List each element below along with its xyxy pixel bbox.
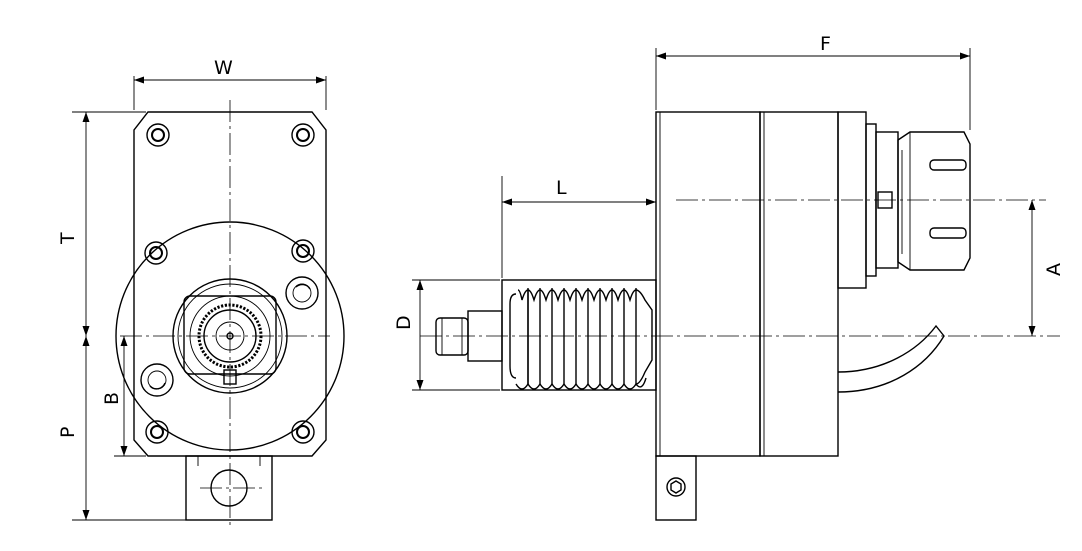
bolt — [291, 123, 315, 147]
bolt — [144, 241, 168, 265]
side-dimensions: F L D A — [393, 33, 1065, 391]
bolt — [146, 123, 170, 147]
dim-label-w: W — [214, 57, 233, 79]
side-housing-right — [759, 111, 839, 457]
dim-label-f: F — [820, 33, 831, 55]
front-bolts — [144, 123, 315, 444]
dim-label-d: D — [393, 315, 415, 330]
dim-label-b: B — [101, 392, 123, 405]
front-dimensions: W T P B — [57, 57, 327, 521]
dim-label-a: A — [1043, 263, 1065, 276]
side-mounting-tab — [655, 455, 697, 521]
port-lower — [140, 363, 174, 397]
shank-serrations — [517, 289, 653, 385]
bolt — [291, 420, 315, 444]
side-housing-left — [655, 111, 761, 457]
dim-label-p: P — [57, 427, 79, 438]
front-mounting-block — [185, 455, 273, 521]
collet-nut — [897, 131, 971, 271]
side-view — [420, 111, 1060, 521]
front-body-outline — [133, 111, 327, 457]
dim-label-t: T — [57, 232, 79, 245]
bolt — [291, 239, 315, 263]
front-view — [115, 100, 345, 525]
dim-label-l: L — [556, 177, 567, 199]
port-upper — [285, 276, 319, 310]
shank-body — [501, 279, 657, 391]
bolt — [145, 420, 169, 444]
drive-tang — [435, 317, 469, 356]
